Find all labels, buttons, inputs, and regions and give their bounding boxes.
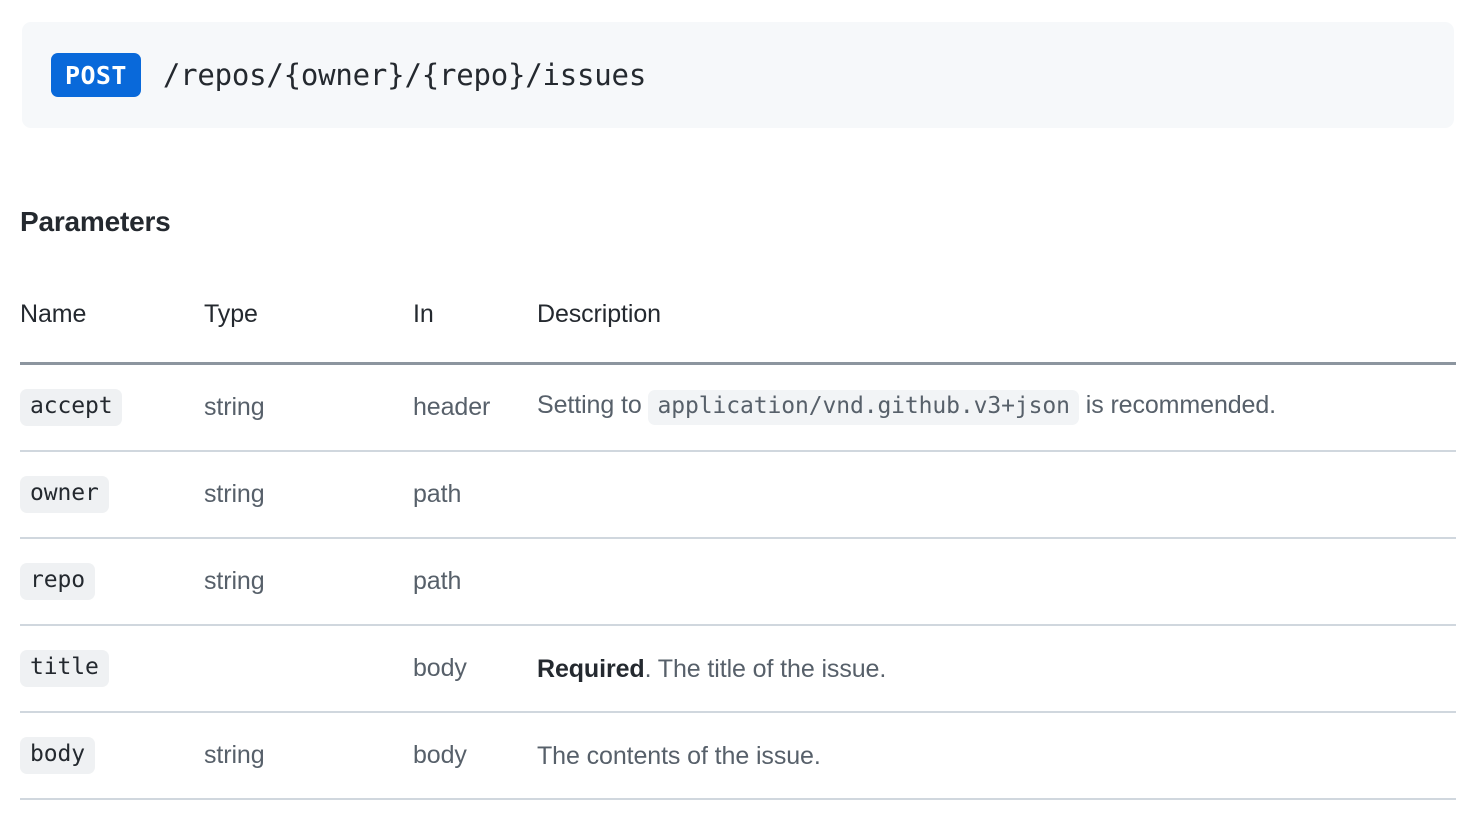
cell-param-description: Setting to application/vnd.github.v3+jso… — [537, 363, 1456, 452]
cell-param-name: title — [20, 625, 204, 713]
table-row: owner string path — [20, 451, 1456, 539]
cell-param-in: header — [413, 363, 537, 452]
cell-param-description — [537, 451, 1456, 539]
cell-param-type — [204, 625, 413, 713]
column-header-description: Description — [537, 300, 1456, 365]
endpoint-path: /repos/{owner}/{repo}/issues — [162, 58, 647, 92]
table-header: Name Type In Description — [20, 300, 1456, 365]
cell-param-description: The contents of the issue. — [537, 712, 1456, 800]
cell-param-description: Required. The title of the issue. — [537, 625, 1456, 713]
cell-param-in: path — [413, 451, 537, 539]
table-row: title body Required. The title of the is… — [20, 625, 1456, 713]
param-name-chip: body — [20, 736, 95, 775]
cell-param-in: body — [413, 712, 537, 800]
column-header-name: Name — [20, 300, 204, 365]
http-method-badge: POST — [51, 53, 141, 97]
cell-param-in: path — [413, 538, 537, 626]
endpoint-banner: POST /repos/{owner}/{repo}/issues — [22, 22, 1454, 128]
description-text: Setting to application/vnd.github.v3+jso… — [537, 389, 1277, 426]
cell-param-name: body — [20, 712, 204, 800]
column-header-type: Type — [204, 300, 413, 365]
table-row: accept string header Setting to applicat… — [20, 363, 1456, 452]
cell-param-type: string — [204, 363, 413, 452]
param-name-chip: accept — [20, 388, 123, 427]
description-text: Required. The title of the issue. — [537, 655, 886, 683]
cell-param-name: owner — [20, 451, 204, 539]
table-row: repo string path — [20, 538, 1456, 626]
column-header-in: In — [413, 300, 537, 365]
description-suffix: is recommended. — [1078, 390, 1277, 419]
cell-param-type: string — [204, 538, 413, 626]
param-name-chip: repo — [20, 562, 95, 601]
cell-param-description — [537, 538, 1456, 626]
cell-param-type: string — [204, 712, 413, 800]
table-header-row: Name Type In Description — [20, 300, 1456, 365]
cell-param-in: body — [413, 625, 537, 713]
cell-param-name: accept — [20, 363, 204, 452]
table-row: body string body The contents of the iss… — [20, 712, 1456, 800]
description-rest: . The title of the issue. — [644, 654, 887, 683]
parameters-table: Name Type In Description accept string h… — [20, 300, 1456, 800]
description-inline-code: application/vnd.github.v3+json — [648, 389, 1079, 426]
param-name-chip: title — [20, 649, 109, 688]
table-body: accept string header Setting to applicat… — [20, 363, 1456, 800]
required-label: Required — [537, 654, 645, 683]
param-name-chip: owner — [20, 475, 109, 514]
description-prefix: Setting to — [537, 390, 649, 419]
cell-param-name: repo — [20, 538, 204, 626]
description-text: The contents of the issue. — [537, 741, 821, 770]
page-title: Parameters — [20, 206, 171, 237]
cell-param-type: string — [204, 451, 413, 539]
